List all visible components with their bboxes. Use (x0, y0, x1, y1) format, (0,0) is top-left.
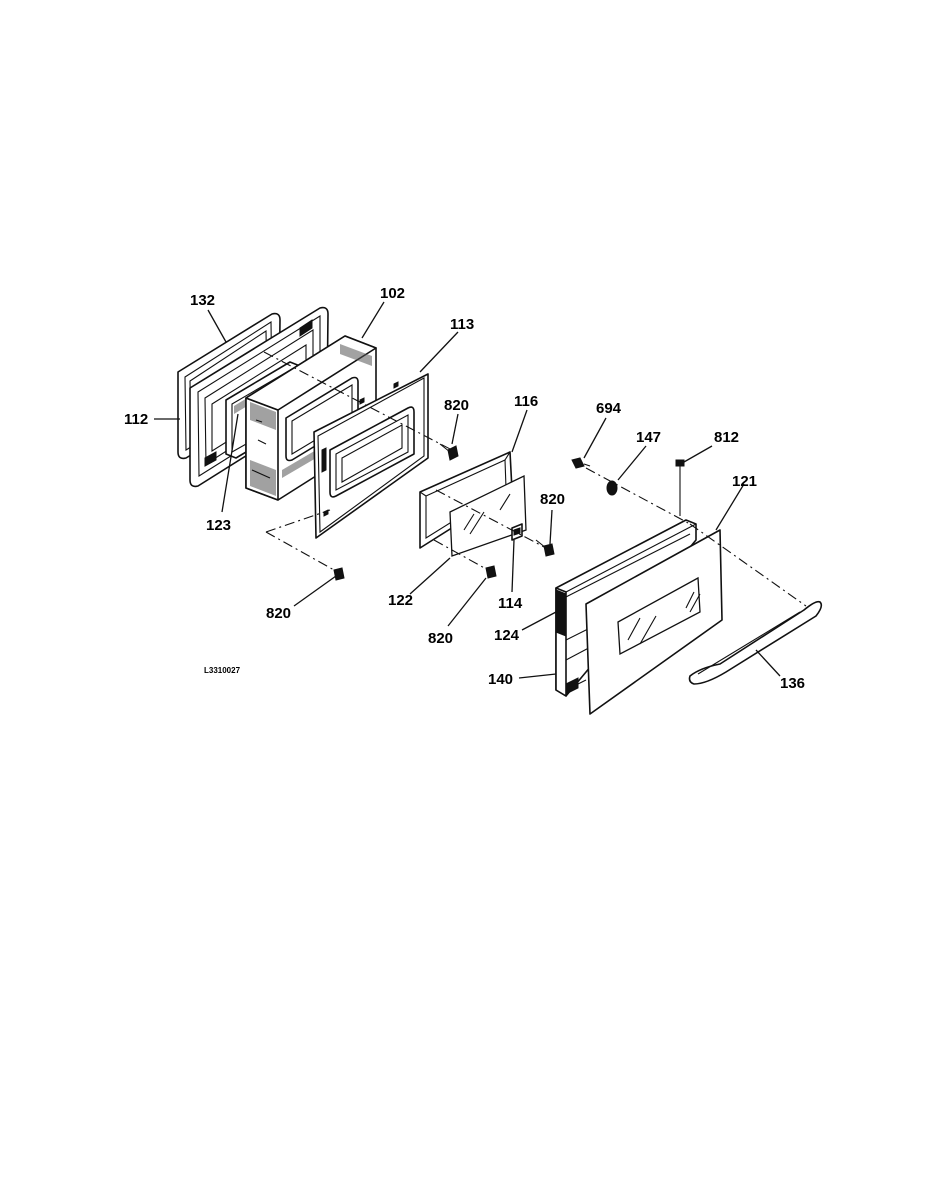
part-114-clip (511, 523, 523, 541)
callout-820-upper: 820 (444, 397, 469, 414)
callout-116: 116 (514, 393, 538, 410)
callout-820-lower-mid: 820 (428, 630, 453, 647)
callout-140: 140 (488, 671, 513, 688)
callout-132: 132 (190, 292, 215, 309)
callout-820-right: 820 (540, 491, 565, 508)
part-121-outer-glass (585, 529, 723, 715)
callout-147: 147 (636, 429, 661, 446)
callout-694: 694 (596, 400, 622, 417)
callout-labels: 132 102 113 112 123 820 116 694 147 812 … (124, 285, 805, 692)
callout-114: 114 (498, 595, 523, 612)
callout-113: 113 (450, 316, 474, 333)
part-113-inner-panel (313, 373, 429, 539)
callout-102: 102 (380, 285, 405, 302)
screw-820-lower-left (333, 567, 345, 581)
screw-820-upper (439, 443, 459, 461)
drawing-code: L3310027 (204, 666, 241, 675)
screw-820-lower-mid (485, 565, 497, 579)
callout-812: 812 (714, 429, 739, 446)
part-136-handle (688, 600, 823, 685)
callout-122: 122 (388, 592, 413, 609)
leader-lines (154, 301, 781, 679)
part-122-window-glass (449, 474, 527, 557)
callout-136: 136 (780, 675, 805, 692)
callout-121: 121 (732, 473, 757, 490)
callout-820-lower-left: 820 (266, 605, 291, 622)
callout-112: 112 (124, 411, 148, 428)
callout-124: 124 (494, 627, 520, 644)
part-694-screw (571, 457, 591, 469)
part-812-screw (675, 459, 685, 516)
part-102-door-box (245, 335, 377, 501)
alignment-lines (263, 351, 807, 607)
part-147-washer (606, 480, 618, 496)
callout-123: 123 (206, 517, 231, 534)
